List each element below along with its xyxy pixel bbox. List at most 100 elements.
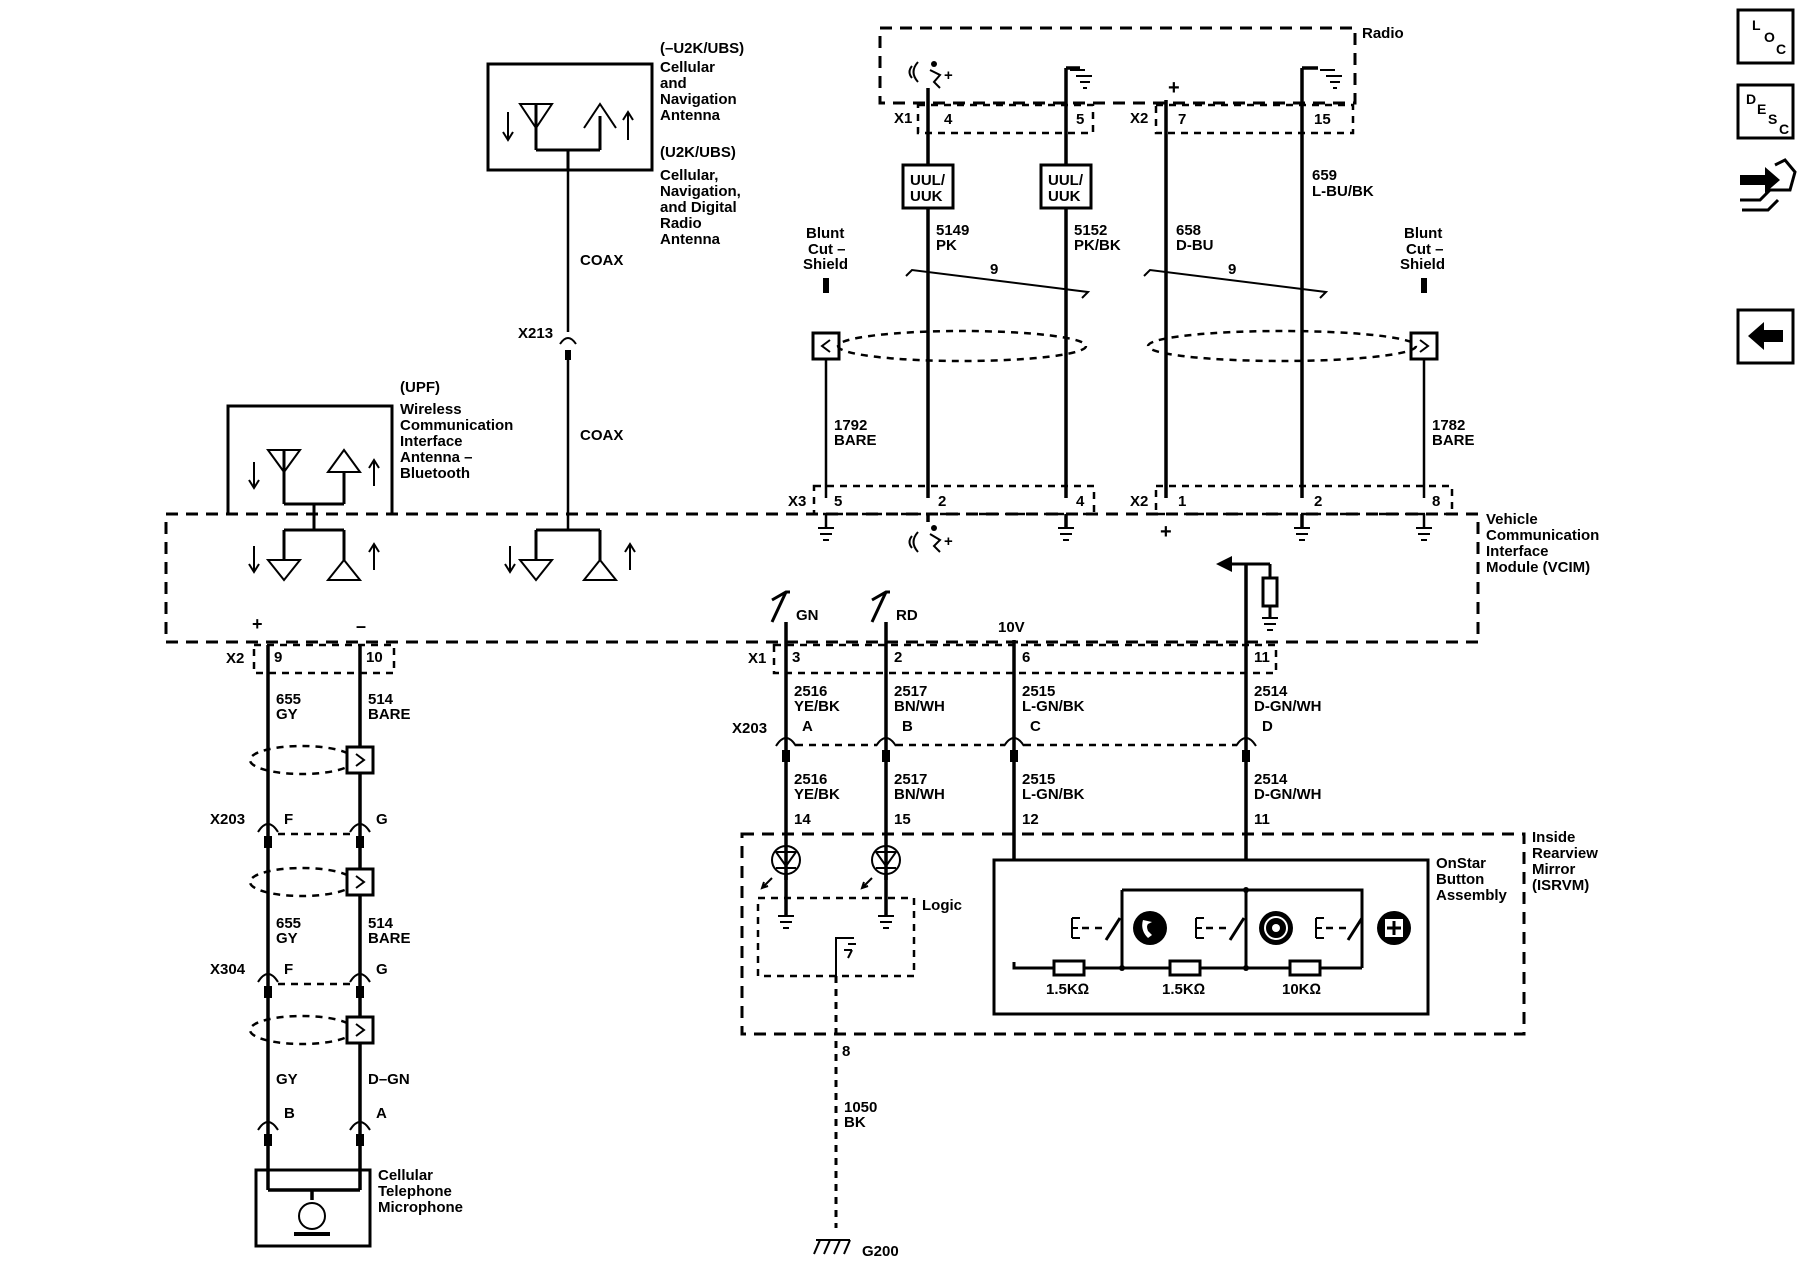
svg-text:5152: 5152 bbox=[1074, 222, 1107, 239]
svg-text:B: B bbox=[284, 1105, 295, 1122]
wire-label-2515b: 2515 L-GN/BK bbox=[1022, 771, 1085, 803]
twisted-pair-right: 9 bbox=[1143, 261, 1329, 299]
bt-antenna-label: (UPF) Wireless Communication Interface A… bbox=[400, 379, 513, 482]
wire-label-2516b: 2516 YE/BK bbox=[794, 771, 840, 803]
loc-letter-l: L bbox=[1752, 17, 1761, 33]
antenna-dab-label: (U2K/UBS) Cellular, Navigation, and Digi… bbox=[660, 144, 741, 248]
svg-text:659: 659 bbox=[1312, 167, 1337, 184]
svg-text:658: 658 bbox=[1176, 222, 1201, 239]
svg-text:Cut –: Cut – bbox=[1406, 241, 1444, 258]
blunt-cut-shield-right: Blunt Cut – Shield bbox=[1146, 225, 1445, 498]
svg-text:and Digital: and Digital bbox=[660, 199, 737, 216]
svg-text:9: 9 bbox=[990, 261, 998, 278]
svg-text:BARE: BARE bbox=[368, 706, 411, 723]
svg-text:Interface: Interface bbox=[400, 433, 463, 450]
svg-text:X213: X213 bbox=[518, 325, 553, 342]
wire-label-1050: 1050 BK bbox=[844, 1099, 877, 1131]
svg-text:1782: 1782 bbox=[1432, 417, 1465, 434]
svg-text:Cellular: Cellular bbox=[378, 1167, 433, 1184]
isrvm-module: Inside Rearview Mirror (ISRVM) bbox=[740, 829, 1598, 1036]
svg-text:3: 3 bbox=[792, 649, 800, 666]
svg-text:2: 2 bbox=[1314, 493, 1322, 510]
twisted-pair-left: 9 bbox=[905, 261, 1091, 299]
svg-text:D-GN/WH: D-GN/WH bbox=[1254, 786, 1322, 803]
svg-text:Rearview: Rearview bbox=[1532, 845, 1598, 862]
option-box-uul-2: UUL/ UUK bbox=[1039, 163, 1093, 210]
pin-label: 7 bbox=[1178, 111, 1186, 128]
wire-label-2514a: 2514 D-GN/WH bbox=[1254, 683, 1322, 715]
svg-text:Blunt: Blunt bbox=[806, 225, 844, 242]
plus-sign: + bbox=[944, 67, 953, 84]
svg-text:GY: GY bbox=[276, 930, 298, 947]
option-label: UUL/ bbox=[910, 172, 946, 189]
svg-text:2: 2 bbox=[894, 649, 902, 666]
led-indicator-green bbox=[760, 845, 801, 929]
svg-text:Cellular: Cellular bbox=[660, 59, 715, 76]
svg-text:Microphone: Microphone bbox=[378, 1199, 463, 1216]
ground-icon bbox=[1070, 69, 1092, 89]
pin-label: 15 bbox=[1314, 111, 1331, 128]
emergency-button-switch bbox=[1315, 911, 1411, 945]
svg-text:1792: 1792 bbox=[834, 417, 867, 434]
wire-label-5149: 5149 PK bbox=[936, 222, 969, 254]
svg-text:GY: GY bbox=[276, 706, 298, 723]
svg-text:X304: X304 bbox=[210, 961, 246, 978]
desc-letter-c: C bbox=[1779, 121, 1789, 137]
svg-text:Antenna –: Antenna – bbox=[400, 449, 473, 466]
svg-text:11: 11 bbox=[1254, 811, 1270, 828]
svg-text:Telephone: Telephone bbox=[378, 1183, 452, 1200]
svg-text:BN/WH: BN/WH bbox=[894, 698, 945, 715]
svg-text:RD: RD bbox=[896, 607, 918, 624]
shield-drain-2 bbox=[248, 866, 375, 898]
ground-g200: G200 bbox=[813, 1239, 899, 1260]
svg-text:C: C bbox=[1030, 718, 1041, 735]
svg-text:Antenna: Antenna bbox=[660, 231, 721, 248]
blunt-cut-shield-left: Blunt Cut – Shield bbox=[803, 225, 1088, 498]
vcim-antenna-right bbox=[504, 528, 636, 582]
svg-text:2516: 2516 bbox=[794, 683, 827, 700]
svg-text:(UPF): (UPF) bbox=[400, 379, 440, 396]
vcim-internal-grounds: + bbox=[818, 514, 1432, 543]
svg-text:Assembly: Assembly bbox=[1436, 887, 1508, 904]
svg-text:BK: BK bbox=[844, 1114, 866, 1131]
svg-text:1.5KΩ: 1.5KΩ bbox=[1046, 981, 1089, 998]
svg-text:COAX: COAX bbox=[580, 427, 623, 444]
svg-text:A: A bbox=[802, 718, 813, 735]
svg-text:Shield: Shield bbox=[1400, 256, 1445, 273]
svg-text:D-GN/WH: D-GN/WH bbox=[1254, 698, 1322, 715]
resistor-3: 10KΩ bbox=[1282, 959, 1322, 998]
svg-text:Button: Button bbox=[1436, 871, 1484, 888]
connector-label: X2 bbox=[1130, 110, 1148, 127]
svg-text:Logic: Logic bbox=[922, 897, 962, 914]
svg-text:YE/BK: YE/BK bbox=[794, 698, 840, 715]
svg-text:F: F bbox=[284, 961, 293, 978]
repair-procedure-icon[interactable] bbox=[1740, 158, 1797, 212]
svg-text:D–GN: D–GN bbox=[368, 1071, 410, 1088]
cellular-navigation-antenna bbox=[486, 62, 654, 172]
back-arrow-button[interactable] bbox=[1736, 308, 1795, 365]
wire-label-655a: 655 GY bbox=[276, 691, 301, 723]
svg-text:L-GN/BK: L-GN/BK bbox=[1022, 786, 1085, 803]
svg-text:Interface: Interface bbox=[1486, 543, 1549, 560]
wire-label-658: 658 D-BU bbox=[1176, 222, 1214, 254]
connector-label: X1 bbox=[894, 110, 912, 127]
svg-text:Vehicle: Vehicle bbox=[1486, 511, 1538, 528]
connector-x203-right: X203 A B C D bbox=[732, 718, 1273, 762]
desc-nav-button[interactable]: D E S C bbox=[1736, 83, 1795, 140]
svg-text:and: and bbox=[660, 75, 687, 92]
svg-text:514: 514 bbox=[368, 691, 394, 708]
loc-nav-button[interactable]: L O C bbox=[1736, 8, 1795, 65]
svg-text:6: 6 bbox=[1022, 649, 1030, 666]
svg-text:4: 4 bbox=[1076, 493, 1085, 510]
isrvm-pins: 14 15 12 11 8 bbox=[794, 811, 1270, 1060]
wire-label-514b: 514 BARE bbox=[368, 915, 411, 947]
connector-x304: X304 F G bbox=[210, 961, 388, 998]
plus-sign: + bbox=[1168, 77, 1180, 99]
svg-text:2: 2 bbox=[938, 493, 946, 510]
svg-text:BARE: BARE bbox=[368, 930, 411, 947]
svg-text:2514: 2514 bbox=[1254, 683, 1288, 700]
svg-text:10KΩ: 10KΩ bbox=[1282, 981, 1321, 998]
wire-label-gy-dgn: GY D–GN bbox=[276, 1071, 410, 1088]
connector-x203-left: X203 F G bbox=[210, 811, 388, 848]
svg-text:514: 514 bbox=[368, 915, 394, 932]
